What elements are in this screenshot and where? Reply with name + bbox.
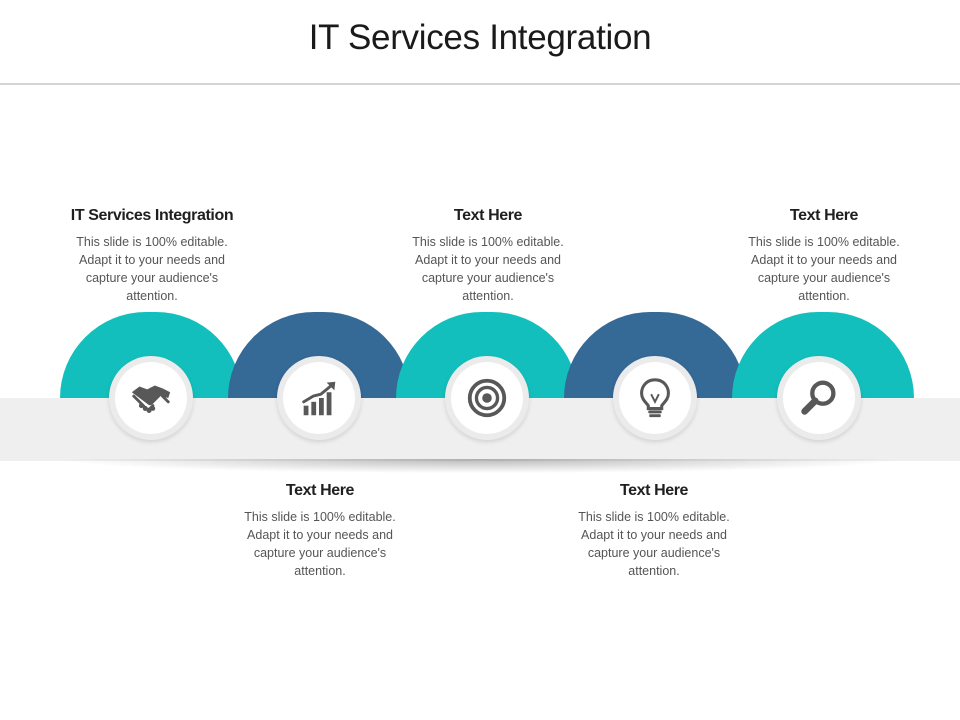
step-5-text: Text Here This slide is 100% editable. A… bbox=[714, 207, 934, 305]
step-3-body: This slide is 100% editable. Adapt it to… bbox=[412, 235, 564, 303]
growth-chart-icon bbox=[302, 381, 336, 416]
step-5-heading: Text Here bbox=[789, 207, 859, 224]
step-4-text: Text Here This slide is 100% editable. A… bbox=[544, 482, 764, 580]
lightbulb-icon bbox=[640, 378, 670, 418]
step-3-heading: Text Here bbox=[453, 207, 523, 224]
step-2-body: This slide is 100% editable. Adapt it to… bbox=[244, 510, 396, 578]
step-1-text: IT Services Integration This slide is 10… bbox=[42, 207, 262, 305]
handshake-icon bbox=[131, 385, 171, 413]
icon-badge-5 bbox=[777, 356, 861, 440]
step-4-heading: Text Here bbox=[619, 482, 689, 499]
magnifier-icon bbox=[801, 380, 836, 415]
target-icon bbox=[467, 378, 507, 418]
step-3-text: Text Here This slide is 100% editable. A… bbox=[378, 207, 598, 305]
step-2-heading: Text Here bbox=[285, 482, 355, 499]
step-5-body: This slide is 100% editable. Adapt it to… bbox=[748, 235, 900, 303]
icon-badge-4 bbox=[613, 356, 697, 440]
page-title: IT Services Integration bbox=[308, 18, 652, 57]
step-1-body: This slide is 100% editable. Adapt it to… bbox=[76, 235, 228, 303]
icon-badge-1 bbox=[109, 356, 193, 440]
band-shadow bbox=[65, 459, 895, 473]
icon-badge-3 bbox=[445, 356, 529, 440]
step-2-text: Text Here This slide is 100% editable. A… bbox=[210, 482, 430, 580]
step-4-body: This slide is 100% editable. Adapt it to… bbox=[578, 510, 730, 578]
icon-badge-2 bbox=[277, 356, 361, 440]
title-divider bbox=[0, 83, 960, 85]
step-1-heading: IT Services Integration bbox=[70, 207, 234, 224]
